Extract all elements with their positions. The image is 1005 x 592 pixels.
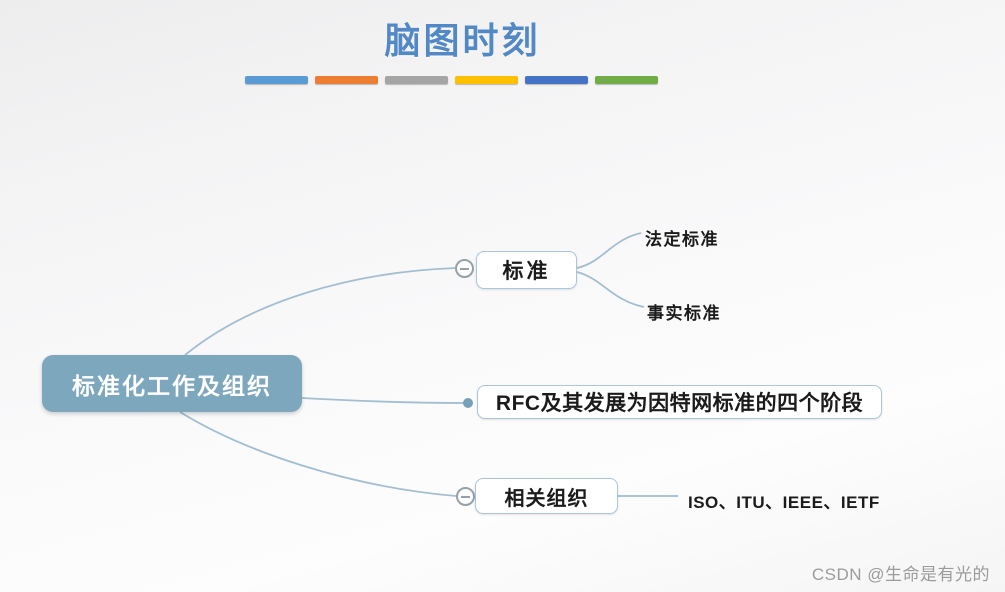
dot-icon (463, 398, 473, 408)
divider-dash (455, 76, 518, 84)
page-title: 脑图时刻 (384, 20, 541, 61)
node-related-orgs[interactable]: 相关组织 (475, 478, 618, 514)
node-rfc-stages[interactable]: RFC及其发展为因特网标准的四个阶段 (477, 385, 882, 419)
node-org-list[interactable]: ISO、ITU、IEEE、IETF (688, 493, 880, 512)
collapse-minus-icon[interactable] (456, 487, 475, 506)
connector-standard-to-dejure (576, 232, 642, 269)
collapse-minus-icon[interactable] (455, 259, 474, 278)
node-dejure-standard[interactable]: 法定标准 (645, 230, 719, 249)
title-divider (245, 76, 658, 84)
node-defacto-standard[interactable]: 事实标准 (647, 304, 721, 323)
divider-dash (245, 76, 308, 84)
divider-dash (385, 76, 448, 84)
divider-dash (595, 76, 658, 84)
connector-root-to-standard (184, 267, 457, 356)
connector-root-to-related (179, 411, 457, 497)
node-standard[interactable]: 标准 (476, 251, 577, 289)
watermark: CSDN @生命是有光的 (811, 565, 990, 584)
connector-standard-to-defacto (576, 271, 645, 308)
node-root[interactable]: 标准化工作及组织 (42, 355, 302, 412)
divider-dash (315, 76, 378, 84)
divider-dash (525, 76, 588, 84)
connector-root-to-rfc (301, 397, 469, 404)
